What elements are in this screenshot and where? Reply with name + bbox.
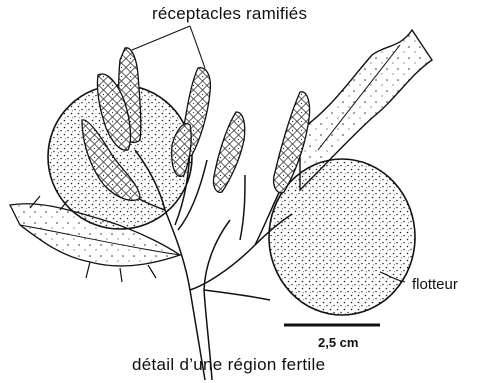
receptacles-label: réceptacles ramifiés [152,4,307,24]
figure-caption: détail d’une région fertile [132,355,325,375]
floater-label: flotteur [412,276,458,293]
receptacle-6 [213,112,244,192]
scale-label: 2,5 cm [318,335,358,350]
floater-right [269,159,415,315]
receptacles [82,48,310,201]
